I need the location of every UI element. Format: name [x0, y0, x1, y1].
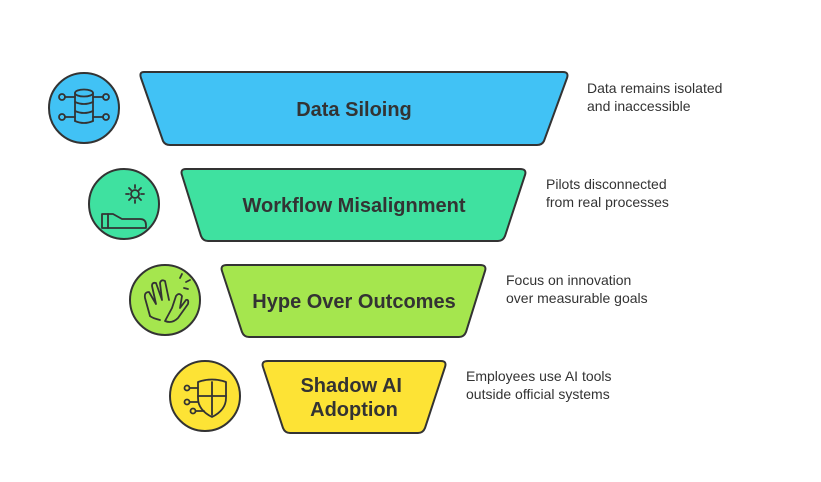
stage-description-hype-over-outcomes: Focus on innovation over measurable goal…: [506, 272, 648, 306]
stage-description-shadow-ai-adoption: Employees use AI tools outside official …: [466, 368, 615, 402]
funnel-band-workflow-misalignment: [180, 168, 527, 242]
stage-hype-over-outcomes: Hype Over Outcomes Focus on innovation o…: [129, 264, 648, 338]
funnel-band-hype-over-outcomes: [220, 264, 487, 338]
stage-description-data-siloing: Data remains isolated and inaccessible: [587, 80, 726, 114]
stage-title-data-siloing: Data Siloing: [296, 99, 412, 121]
stage-data-siloing: Data Siloing Data remains isolated and i…: [48, 71, 726, 146]
stage-title-shadow-ai-adoption: Shadow AI Adoption: [300, 375, 407, 421]
hand-gear-icon: [88, 168, 160, 240]
stage-title-hype-over-outcomes: Hype Over Outcomes: [252, 291, 455, 313]
database-network-icon: [48, 72, 120, 144]
stage-description-workflow-misalignment: Pilots disconnected from real processes: [546, 176, 671, 210]
stage-shadow-ai-adoption: Shadow AI Adoption Employees use AI tool…: [169, 360, 615, 434]
stage-workflow-misalignment: Workflow Misalignment Pilots disconnecte…: [88, 168, 671, 242]
funnel-band-shadow-ai-adoption: [261, 360, 447, 434]
shield-circuit-icon: [169, 360, 241, 432]
clapping-hands-icon: [129, 264, 201, 336]
stage-title-workflow-misalignment: Workflow Misalignment: [243, 195, 466, 217]
funnel-band-data-siloing: [139, 71, 569, 146]
